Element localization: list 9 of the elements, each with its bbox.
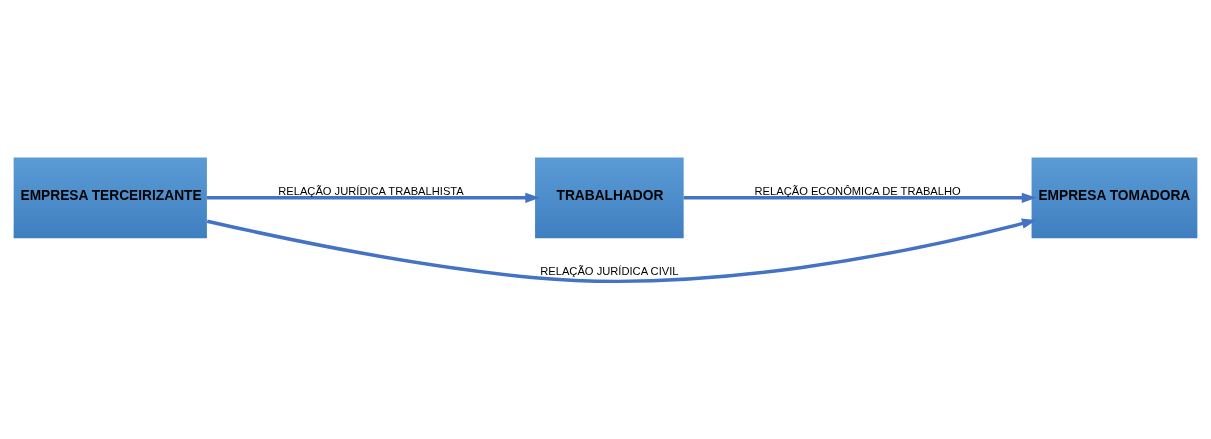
arrow bbox=[207, 192, 540, 203]
edge-label: RELAÇÃO ECONÔMICA DE TRABALHO bbox=[754, 184, 961, 197]
edge-label: RELAÇÃO JURÍDICA TRABALHISTA bbox=[278, 184, 464, 197]
node-box: TRABALHADOR bbox=[535, 157, 684, 239]
edge-label: RELAÇÃO JURÍDICA CIVIL bbox=[540, 264, 679, 277]
arrow bbox=[683, 192, 1037, 203]
node-box: EMPRESA TOMADORA bbox=[1031, 157, 1198, 239]
arrow bbox=[206, 218, 1037, 283]
node-box: EMPRESA TERCEIRIZANTE bbox=[13, 157, 207, 239]
